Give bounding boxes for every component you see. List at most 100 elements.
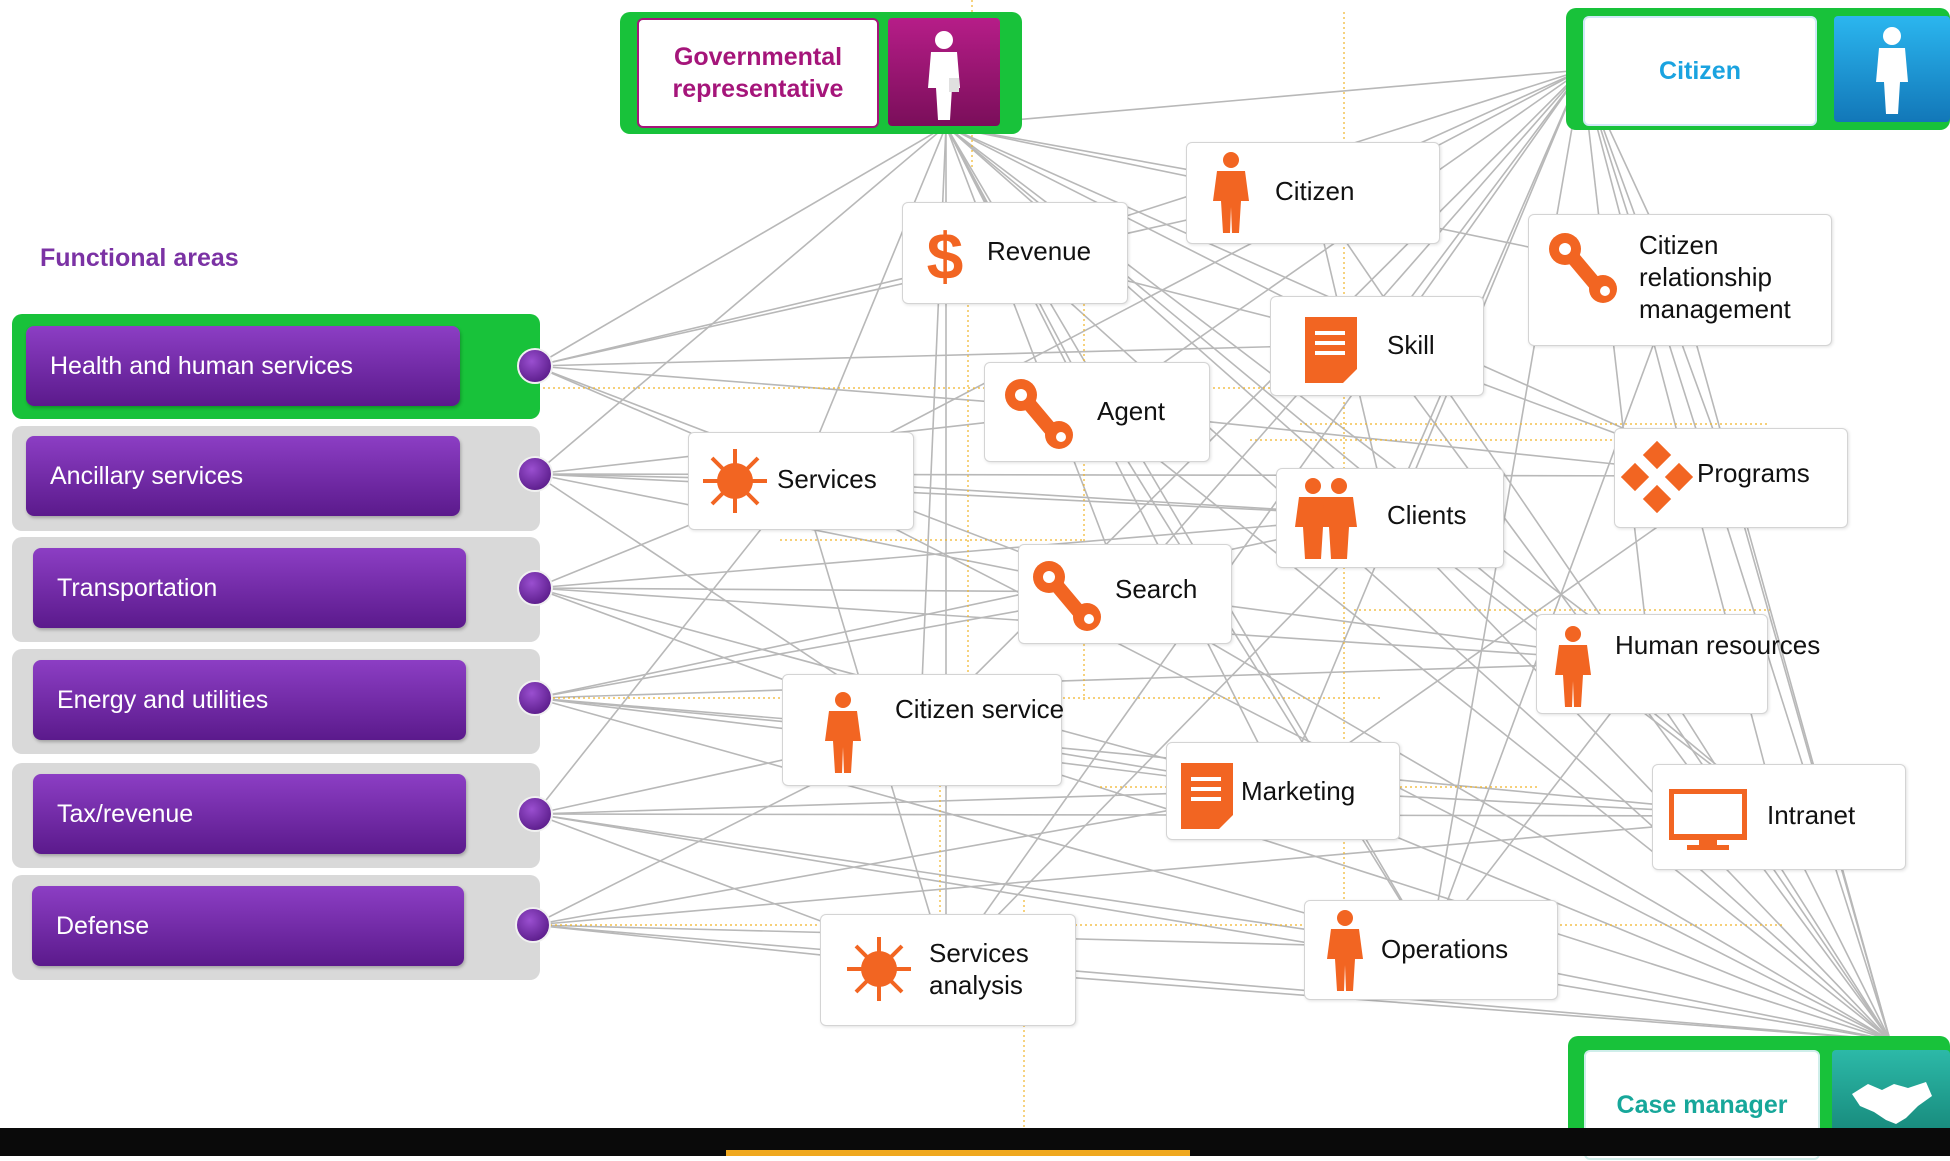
connection-line [534,697,1779,817]
node-label: Marketing [1241,776,1356,806]
actor-label: Citizen [1583,16,1817,126]
area-label: Tax/revenue [57,799,194,828]
node-label: Services analysis [929,938,1029,1000]
connection-line [534,473,1389,517]
area-connector-dot[interactable] [517,570,553,606]
connection-line [945,69,1583,127]
wrench-icon [1005,379,1073,449]
node-label: Clients [1387,500,1467,530]
person-icon [825,692,861,773]
person-icon [1834,16,1950,122]
connection-line [534,515,1389,699]
node-citizen-service[interactable]: Citizen service [782,674,1065,786]
connection-line [945,967,1891,1041]
connection-line [532,815,1779,926]
connection-line [534,125,947,367]
connection-line [799,125,947,481]
connection-line [534,515,1389,589]
node-services[interactable]: Services [688,432,914,530]
bottom-tab [726,1150,1190,1156]
connection-line [919,729,1891,1041]
connection-line [1729,475,1891,1041]
document-icon [1305,317,1357,383]
area-label: Transportation [57,573,218,602]
connection-line [1281,475,1731,791]
node-citizen[interactable]: Citizen [1186,142,1440,244]
area-button-health[interactable]: Health and human services [26,326,460,406]
connection-line [534,813,1891,1041]
node-programs[interactable]: Programs [1614,428,1848,528]
node-marketing[interactable]: Marketing [1166,742,1400,840]
person-icon [1555,626,1591,707]
node-revenue[interactable]: $ Revenue [902,202,1128,304]
node-label: Citizen [1275,176,1355,206]
area-connector-dot[interactable] [517,796,553,832]
actor-label: Governmental representative [637,18,879,128]
gear-sun-icon [703,449,767,513]
connection-line [945,125,1125,593]
area-button-defense[interactable]: Defense [32,886,464,966]
area-label: Energy and utilities [57,685,269,714]
connection-line [534,125,947,475]
node-label: Citizen service [895,694,1065,724]
functional-areas-title: Functional areas [40,244,239,272]
svg-text:$: $ [927,219,964,289]
area-button-transportation[interactable]: Transportation [33,548,466,628]
document-icon [1181,763,1233,829]
node-intranet[interactable]: Intranet [1652,764,1906,870]
connection-line [532,924,1891,1041]
wrench-icon [1549,233,1617,303]
node-label: Services [777,464,877,494]
connection-line [534,661,1651,699]
connection-line [1387,69,1583,517]
area-button-ancillary[interactable]: Ancillary services [26,436,460,516]
connection-line [1581,69,1651,663]
node-citizen-relationship-management[interactable]: Citizen relationship management [1528,214,1832,346]
connection-line [1095,409,1431,949]
node-label: Search [1115,574,1198,604]
person-icon [888,18,1000,126]
connection-line [945,69,1583,969]
node-operations[interactable]: Operations [1304,900,1558,1000]
connection-line [1281,69,1583,791]
person-icon [1213,152,1249,233]
area-connector-dot[interactable] [517,456,553,492]
area-connector-dot[interactable] [517,680,553,716]
node-clients[interactable]: Clients [1276,468,1504,568]
dollar-icon: $ [927,219,964,289]
node-search[interactable]: Search [1018,544,1232,644]
node-label: Operations [1381,934,1509,964]
area-connector-dot[interactable] [517,348,553,384]
connection-line [534,813,1779,817]
area-label: Health and human services [50,351,353,380]
diamond-cluster-icon [1621,441,1693,513]
connection-line [534,789,1283,815]
node-services-analysis[interactable]: Services analysis [820,914,1076,1026]
connection-line [532,789,1283,926]
node-agent[interactable]: Agent [984,362,1210,462]
node-label: Agent [1097,396,1165,426]
area-button-tax[interactable]: Tax/revenue [33,774,466,854]
node-label: Skill [1387,330,1435,360]
actor-citizen[interactable]: Citizen [1566,8,1950,130]
node-label: Intranet [1767,800,1856,830]
actor-governmental-representative[interactable]: Governmental representative [620,12,1022,134]
area-button-energy[interactable]: Energy and utilities [33,660,466,740]
connection-line [1387,515,1891,1041]
area-label: Defense [56,911,150,940]
connection-line [534,813,1431,949]
gear-sun-icon [847,937,911,1001]
area-label: Ancillary services [50,461,244,490]
node-human-resources[interactable]: Human resources [1536,614,1820,714]
connection-line [534,343,1377,367]
monitor-icon [1669,789,1747,850]
node-skill[interactable]: Skill [1270,296,1484,396]
connection-line [534,697,1431,949]
area-connector-dot[interactable] [515,907,551,943]
node-label: Human resources [1615,630,1821,660]
connection-line [1095,409,1891,1041]
wrench-icon [1033,561,1101,631]
node-label: Programs [1697,458,1810,488]
connection-line [945,515,1389,969]
node-label: Citizen relationship management [1639,230,1791,324]
